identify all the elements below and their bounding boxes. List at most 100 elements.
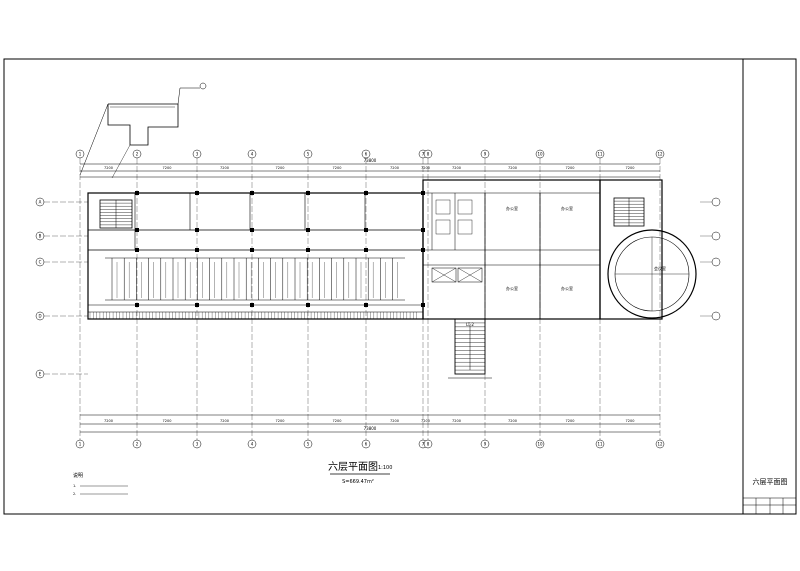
note-2: 2.	[73, 492, 76, 496]
row-axis-label: E	[39, 372, 42, 377]
row-axis-label: A	[39, 200, 42, 205]
bay-dimension: 7200	[566, 166, 575, 170]
row-axis-bubble	[35, 197, 45, 207]
axis-bubble	[132, 439, 142, 449]
drawing-title-block: 六层平面图 1:100 S=669.47m²	[328, 461, 392, 485]
row-axis-bubble	[35, 257, 45, 267]
axis-label: 7	[422, 152, 425, 157]
bay-dimension: 7200	[421, 166, 430, 170]
axis-label: 9	[484, 152, 487, 157]
axis-bubble	[192, 149, 202, 159]
axis-label: 3	[196, 152, 199, 157]
stair-label: LT-2	[466, 322, 474, 327]
overall-dim-bottom: 73800	[364, 426, 377, 431]
bay-dimension: 7200	[508, 166, 517, 170]
row-axis-label: B	[39, 234, 42, 239]
room-label-1: 办公室	[506, 205, 518, 211]
note-1: 1.	[73, 484, 76, 488]
axis-bubble	[192, 439, 202, 449]
bay-dimension: 7200	[421, 419, 430, 423]
axis-bubble	[247, 439, 257, 449]
axis-label: 8	[427, 152, 430, 157]
top-dimensions: 73800	[80, 158, 660, 178]
row-axis-bubble	[35, 311, 45, 321]
axis-label: 6	[365, 442, 368, 447]
axis-bubble	[595, 439, 605, 449]
room-label-4: 办公室	[561, 285, 573, 291]
bay-dimension: 7200	[452, 166, 461, 170]
axis-bubble	[303, 439, 313, 449]
row-axis-label: C	[39, 260, 42, 265]
axis-bubble	[480, 439, 490, 449]
row-axis-bubble	[711, 197, 721, 207]
axis-label: 4	[251, 152, 254, 157]
axis-label: 4	[251, 442, 254, 447]
axis-label: 3	[196, 442, 199, 447]
notes-block: 说明 1. 2.	[73, 472, 128, 496]
axis-bubble	[75, 149, 85, 159]
axis-label: 2	[136, 152, 139, 157]
axis-label: 11	[597, 152, 603, 157]
axis-label: 1	[79, 152, 82, 157]
room-label-2: 办公室	[561, 205, 573, 211]
round-meeting-room	[607, 229, 697, 319]
axis-label: 5	[307, 442, 310, 447]
row-axis-label: D	[38, 314, 41, 319]
bay-dimension: 7200	[163, 419, 172, 423]
bay-dimension: 7200	[333, 419, 342, 423]
core-block: 办公室 办公室 办公室 办公室	[422, 179, 601, 320]
axis-label: 10	[537, 442, 543, 447]
axis-bubble	[303, 149, 313, 159]
axis-bubble	[75, 439, 85, 449]
axis-bubble	[247, 149, 257, 159]
overall-dim-top: 73800	[364, 158, 377, 163]
axis-bubble	[535, 149, 545, 159]
axis-label: 6	[365, 152, 368, 157]
axis-bubble	[595, 149, 605, 159]
bay-dimension: 7200	[626, 419, 635, 423]
axis-label: 5	[307, 152, 310, 157]
row-axis-bubble	[35, 231, 45, 241]
elevator-shaft	[431, 267, 457, 283]
axis-bubble	[655, 439, 665, 449]
axis-label: 7	[422, 442, 425, 447]
right-wing: 会议室	[599, 179, 697, 320]
drawing-scale: 1:100	[378, 465, 392, 471]
axis-label: 11	[597, 442, 603, 447]
axis-bubble	[423, 149, 433, 159]
bay-dimension: 7200	[390, 419, 399, 423]
axis-label: 12	[657, 152, 663, 157]
axis-bubble	[132, 149, 142, 159]
axis-bubble	[361, 149, 371, 159]
axis-label: 10	[537, 152, 543, 157]
axis-bubble	[655, 149, 665, 159]
axis-grid: 1172007200227200720033720072004472007200…	[75, 149, 665, 449]
bay-dimension: 7200	[220, 166, 229, 170]
axis-bubble	[361, 439, 371, 449]
row-axis-bubble	[35, 369, 45, 379]
bottom-dimensions: 73800	[80, 414, 660, 433]
axis-label: 12	[657, 442, 663, 447]
axis-bubble	[480, 149, 490, 159]
bay-dimension: 7200	[104, 166, 113, 170]
axis-bubble	[535, 439, 545, 449]
drawing-area: S=669.47m²	[342, 479, 374, 485]
bay-dimension: 7200	[333, 166, 342, 170]
room-label-3: 办公室	[506, 285, 518, 291]
axis-label: 8	[427, 442, 430, 447]
left-wing	[87, 191, 425, 320]
axis-bubble	[423, 439, 433, 449]
bay-dimension: 7200	[104, 419, 113, 423]
bay-dimension: 7200	[276, 419, 285, 423]
row-axis-bubbles: A B C D E	[35, 197, 721, 379]
exterior-stair: LT-2	[448, 318, 492, 379]
bay-dimension: 7200	[390, 166, 399, 170]
row-axis-bubble	[711, 311, 721, 321]
row-axis-bubble	[711, 231, 721, 241]
row-axis-bubble	[711, 257, 721, 267]
bay-dimension: 7200	[508, 419, 517, 423]
bay-dimension: 7200	[566, 419, 575, 423]
bay-dimension: 7200	[626, 166, 635, 170]
bay-dimension: 7200	[220, 419, 229, 423]
notes-heading: 说明	[73, 472, 83, 479]
